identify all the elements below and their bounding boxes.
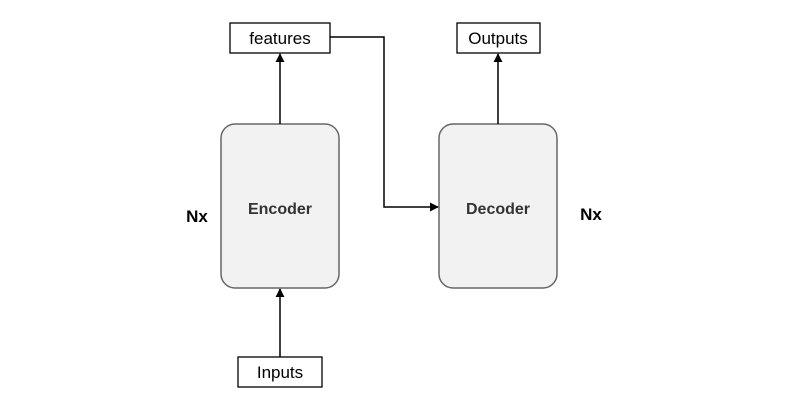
encoder-block: Encoder — [220, 123, 340, 289]
inputs-label: Inputs — [257, 363, 303, 382]
inputs-node: Inputs — [237, 356, 323, 388]
encoder-label: Encoder — [248, 201, 312, 218]
encoder-nx-label: Nx — [186, 207, 208, 226]
outputs-node: Outputs — [456, 22, 541, 54]
features-label: features — [249, 29, 310, 48]
outputs-box — [456, 22, 541, 54]
features-node: features — [229, 22, 331, 54]
decoder-label: Decoder — [466, 201, 530, 218]
decoder-block: Decoder — [438, 123, 558, 289]
features-box — [229, 22, 331, 54]
inputs-box — [237, 356, 323, 388]
arrow-features-to-decoder — [330, 36, 439, 212]
outputs-label: Outputs — [468, 29, 528, 48]
decoder-nx-label: Nx — [580, 205, 602, 224]
